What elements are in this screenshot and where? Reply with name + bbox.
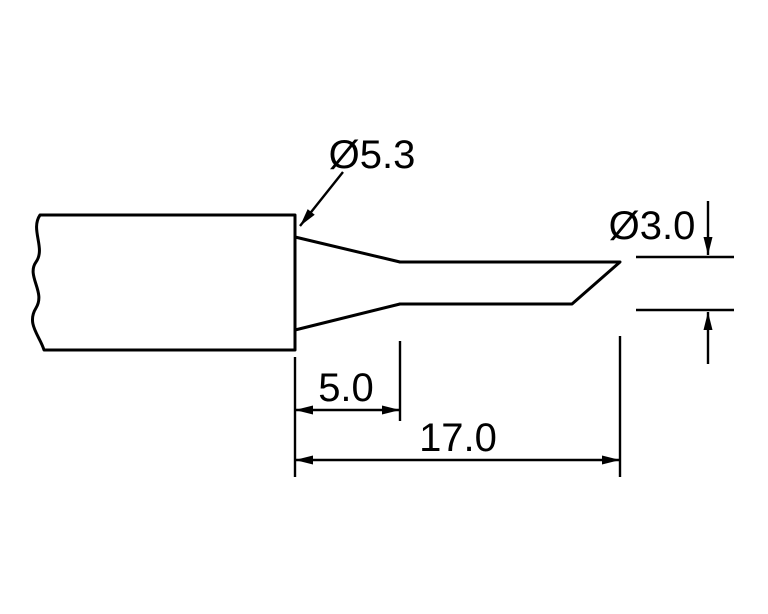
tip-outline [30, 213, 622, 352]
taper-bottom-edge [293, 302, 402, 332]
base-diameter-leader-arrow [299, 171, 344, 227]
dim-base-diameter: Ø5.3 [299, 133, 416, 227]
taper-length-label: 5.0 [318, 366, 374, 410]
knife-tip-edge [398, 260, 622, 306]
shaft-body [30, 213, 297, 352]
base-diameter-label: Ø5.3 [329, 133, 416, 177]
overall-length-label: 17.0 [419, 416, 497, 460]
tip-diameter-label: Ø3.0 [609, 204, 696, 248]
taper-top-edge [293, 235, 402, 264]
dim-tip-diameter: Ø3.0 [609, 201, 734, 364]
dim-lengths: 5.0 17.0 [293, 336, 622, 477]
